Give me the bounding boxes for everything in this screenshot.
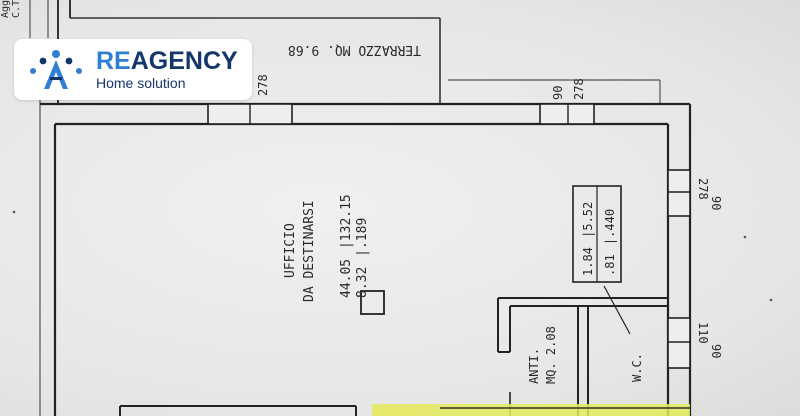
column-square xyxy=(360,290,385,315)
window-right-lower xyxy=(667,317,691,369)
speck xyxy=(12,210,16,214)
wc-label: W.C. xyxy=(630,353,644,382)
brand-name: REAGENCY xyxy=(96,47,238,75)
dim-top-left: 278 xyxy=(256,74,270,96)
terrace-label: TERRAZZO MQ. 9.68 xyxy=(288,42,421,57)
dim-top-right-a: 90 xyxy=(551,86,565,100)
office-label-2: DA DESTINARSI xyxy=(302,200,317,302)
window-right-upper xyxy=(667,169,691,217)
dim-right-upper-a: 278 xyxy=(696,178,710,200)
corner-label-2: C.T. xyxy=(11,0,22,18)
dim-right-lower-a: 110 xyxy=(696,322,710,344)
office-area-line-2: 8.32 |.189 xyxy=(355,218,370,298)
logo-people-icon xyxy=(30,50,82,89)
reagency-logo: REAGENCY Home solution xyxy=(14,39,252,100)
dim-right-lower-b: 90 xyxy=(709,344,723,358)
office-area-line-1: 44.05 |132.15 xyxy=(339,194,354,298)
wc-box-line-1: 1.84 |5.52 xyxy=(581,202,595,276)
dim-right-upper-b: 90 xyxy=(709,196,723,210)
brand-tagline: Home solution xyxy=(96,75,186,91)
highlight-strip xyxy=(372,404,690,416)
anti-label-1: ANTI. xyxy=(527,348,541,384)
wc-leader-line xyxy=(603,285,631,335)
speck xyxy=(769,298,773,302)
speck xyxy=(743,235,747,239)
office-label-1: UFFICIO xyxy=(283,223,298,278)
corner-label-1: Aggo xyxy=(0,0,11,18)
window-top-right xyxy=(539,103,595,125)
anti-label-2: MQ. 2.08 xyxy=(544,326,558,384)
wc-box-line-2: .81 |.440 xyxy=(603,209,617,276)
dim-top-right-b: 278 xyxy=(572,78,586,100)
